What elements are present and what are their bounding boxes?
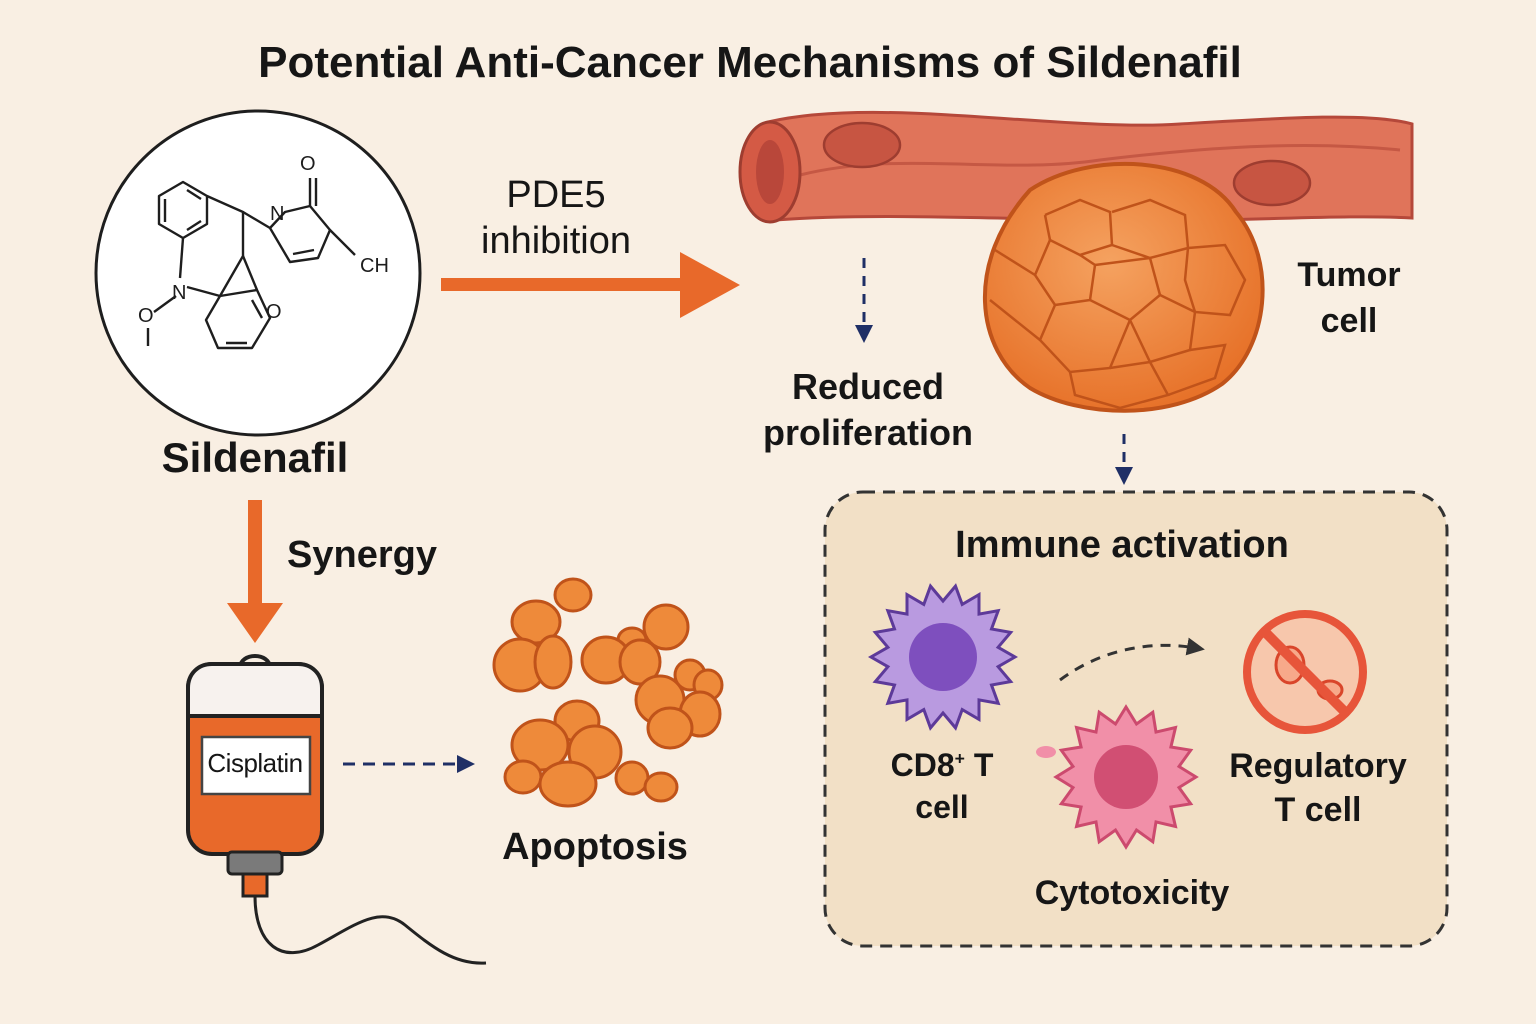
cytotoxicity-label: Cytotoxicity (1034, 874, 1230, 912)
tumor-label: Tumor cell (1297, 252, 1400, 344)
treg-line1: Regulatory (1229, 747, 1407, 785)
treg-line2: T cell (1274, 791, 1362, 829)
pde5-label: PDE5 inhibition (481, 172, 631, 264)
atom-n-pyridone: N (270, 203, 285, 225)
tumor-cell-icon (983, 161, 1265, 413)
synergy-label: Synergy (287, 534, 437, 576)
iv-bag-icon (186, 654, 487, 965)
tumor-line2: cell (1320, 302, 1378, 340)
page-title: Potential Anti-Cancer Mechanisms of Sild… (258, 38, 1242, 87)
cd8-line1: CD8+ T (891, 744, 994, 786)
atom-o-top: O (300, 153, 316, 175)
atom-n-ring: N (172, 282, 187, 304)
pde5-line1: PDE5 (506, 174, 606, 216)
reduced-proliferation-label: Reduced proliferation (763, 364, 973, 456)
cd8-t-cell-icon (867, 583, 1019, 731)
cd8-sup: + (954, 748, 965, 769)
pde5-line2: inhibition (481, 220, 631, 262)
regulatory-t-cell-inhibited-icon (1243, 610, 1367, 734)
tumor-line1: Tumor (1297, 256, 1401, 294)
cisplatin-label: Cisplatin (207, 748, 303, 778)
synergy-arrow (227, 500, 283, 643)
atom-o-methoxy: O (138, 305, 154, 327)
cd8-t-cell-label: CD8+ T cell (891, 744, 994, 828)
cd8-suffix: T (964, 747, 994, 783)
apoptotic-cells-icon (492, 577, 724, 808)
atom-ch: CH (360, 255, 389, 277)
apoptosis-label: Apoptosis (502, 826, 688, 868)
reduced-line1: Reduced (791, 366, 945, 407)
cd8-line2: cell (915, 789, 969, 825)
cd8-prefix: CD8 (890, 747, 955, 783)
immune-activation-title: Immune activation (955, 524, 1289, 566)
sildenafil-label: Sildenafil (161, 434, 349, 481)
pde5-arrow (441, 252, 740, 318)
sildenafil-structure-icon (94, 109, 422, 437)
suppression-arrow (1059, 637, 1205, 682)
atom-o-ring: O (266, 301, 282, 323)
reduced-line2: proliferation (762, 412, 974, 453)
regulatory-t-cell-label: Regulatory T cell (1229, 744, 1407, 832)
cytotoxic-cell-icon (1036, 704, 1199, 850)
